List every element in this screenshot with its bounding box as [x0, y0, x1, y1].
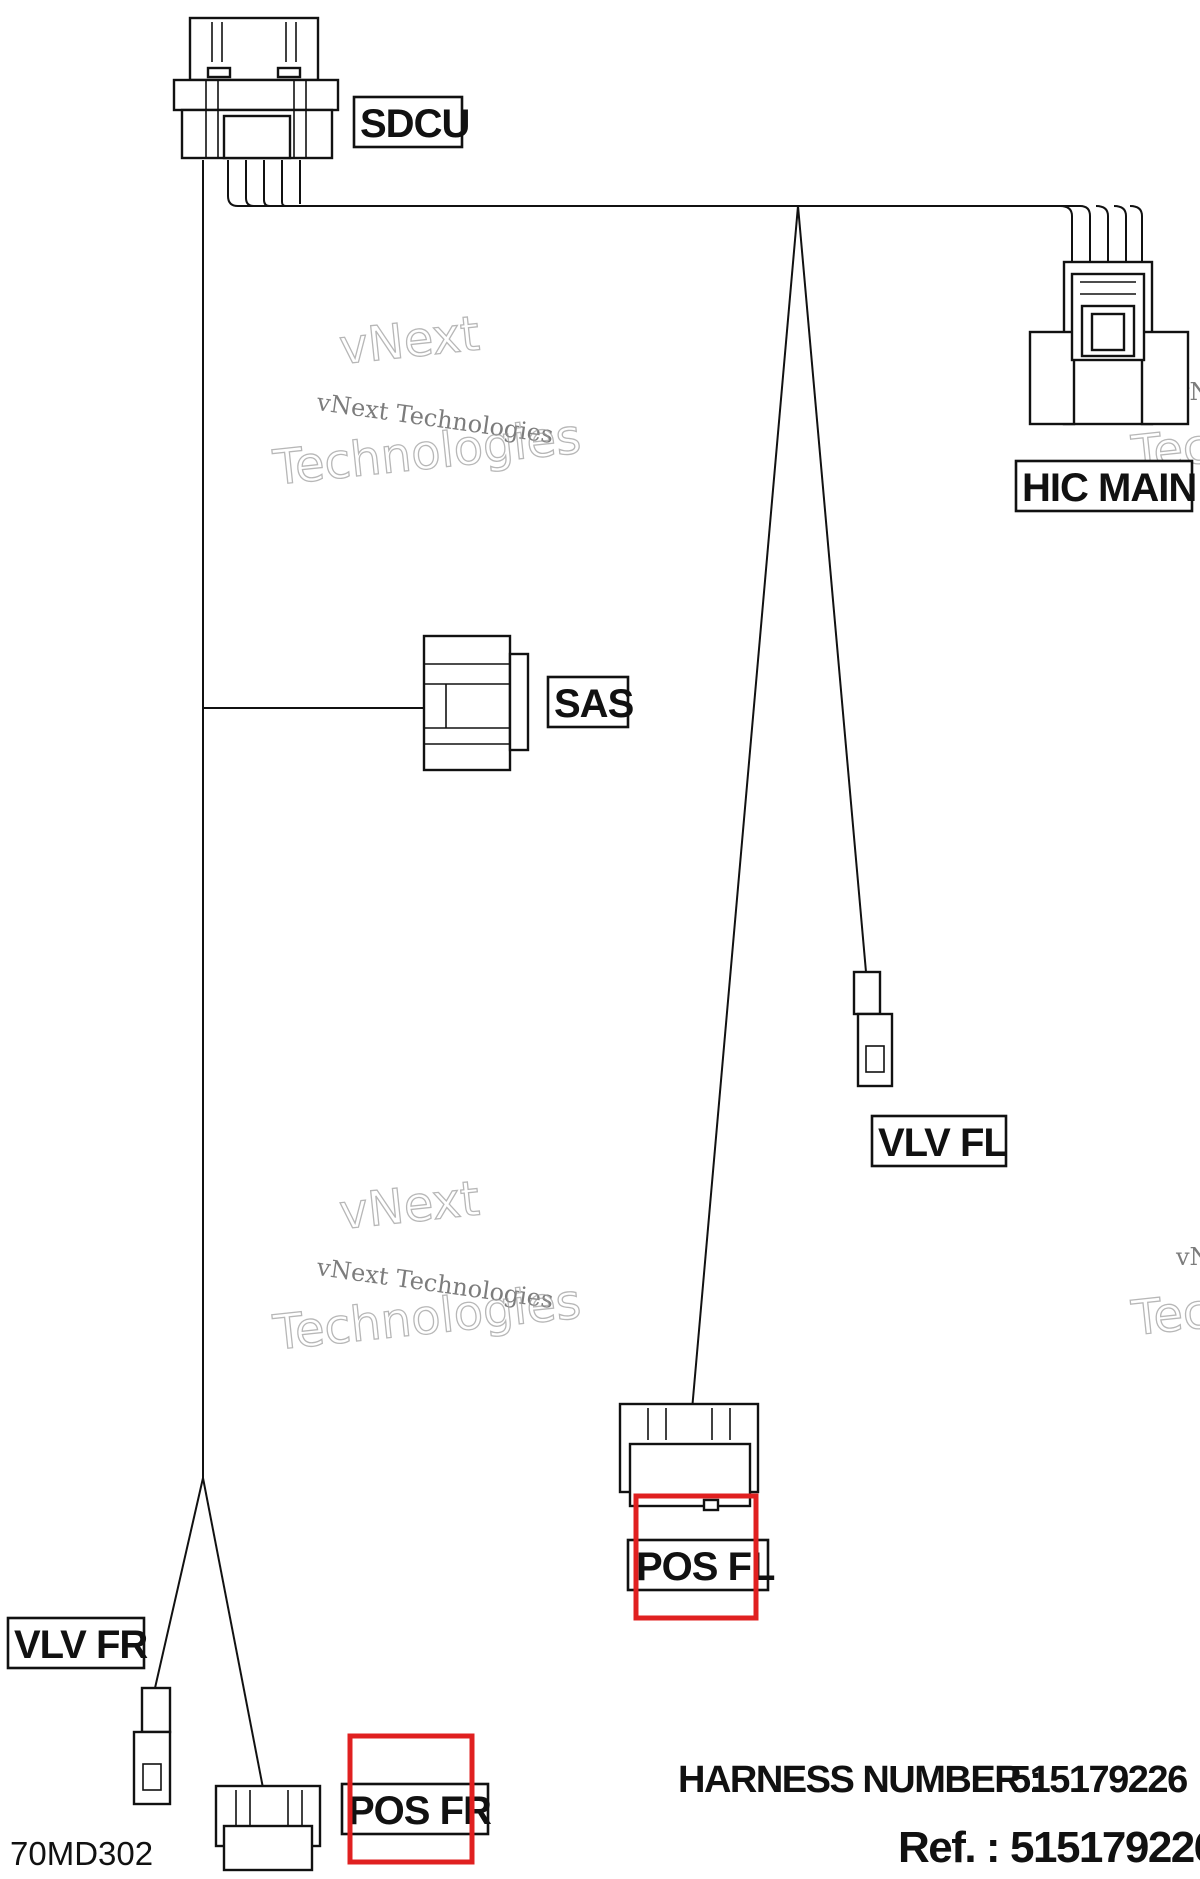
pos-fr-label-box [340, 1782, 490, 1836]
sdcu-label-box [352, 95, 464, 149]
vlv-fl-label: VLV FL [870, 1114, 1008, 1168]
hic-wire-d [1129, 205, 1143, 262]
ref-value: 515179226 [1010, 1823, 1200, 1872]
sas-connector[interactable] [422, 634, 530, 772]
vlv-fl-sleeve [852, 970, 882, 1016]
pos-fr-label-text: POS FR [348, 1789, 492, 1833]
watermark-big-top: vNext [337, 306, 482, 376]
hic-wire-a [1059, 205, 1073, 262]
hic-right-flange [1140, 330, 1190, 426]
sas-label-box [546, 675, 630, 729]
hic-main-label: HIC MAIN [1014, 459, 1197, 513]
pos-fr-lower [222, 1824, 314, 1872]
sdcu-hic-wire-3 [263, 160, 271, 207]
hic-main-label-box [1014, 459, 1194, 513]
sas-housing [422, 634, 512, 772]
sdcu-key [206, 66, 232, 79]
watermark-4: vN Tec [1128, 1243, 1200, 1348]
pos-fl-highlight-box [633, 1493, 759, 1621]
pos-fr-branch-wire [202, 1477, 264, 1789]
harness-number-value: 515179226 [1010, 1759, 1187, 1801]
pos-fl-tab [702, 1498, 720, 1512]
hic-wire-b [1095, 205, 1109, 262]
vlv-fl-window [865, 1045, 885, 1073]
sdcu-hic-wire-2 [245, 160, 255, 207]
hic-main-label-text: HIC MAIN [1022, 466, 1196, 510]
watermark-big-bottom: Tec [1128, 1283, 1200, 1347]
hic-left-flange [1028, 330, 1076, 426]
watermark-1: vNext vNext Technologies Technologies [269, 305, 584, 497]
vlv-fl-connector[interactable] [852, 970, 894, 1088]
hic-main-connector[interactable] [1028, 260, 1190, 426]
drawing-code: 70MD302 [10, 1835, 153, 1872]
sas-label-text: SAS [554, 682, 634, 726]
ref-label: Ref. : [898, 1823, 999, 1872]
vlv-fr-label-box [6, 1616, 146, 1670]
vlv-fr-label: VLV FR [6, 1616, 149, 1670]
vlv-fl-branch-wire [797, 205, 867, 973]
vlv-fl-body [856, 1012, 894, 1088]
pos-fr-highlight-box [347, 1733, 475, 1865]
sdcu-key [276, 66, 302, 79]
vlv-fr-body [132, 1730, 172, 1806]
vlv-fr-branch-wire [154, 1477, 204, 1689]
sdcu-hic-wire-1 [227, 160, 1091, 262]
pos-fl-label: POS FL [626, 1538, 776, 1592]
vlv-fr-sleeve [140, 1686, 172, 1734]
watermark-big-top: vNext [337, 1171, 482, 1241]
vlv-fr-label-text: VLV FR [14, 1623, 148, 1667]
vlv-fr-window [142, 1763, 162, 1791]
sas-cap [508, 652, 530, 752]
pos-fl-label-text: POS FL [636, 1545, 775, 1589]
sdcu-label-text: SDCU [360, 102, 469, 146]
sdcu-hic-wire-4 [281, 160, 287, 207]
hic-wire-c [1113, 205, 1127, 262]
sas-label: SAS [546, 675, 635, 729]
watermark-2: vNext vNext Technologies Technologies [269, 1170, 584, 1362]
pos-fr-connector[interactable] [214, 1784, 322, 1872]
vlv-fl-label-text: VLV FL [878, 1121, 1007, 1165]
vlv-fr-connector[interactable] [132, 1686, 172, 1806]
sdcu-connector[interactable] [172, 16, 340, 160]
pos-fr-label: POS FR [340, 1782, 493, 1836]
watermark-small: vN [1175, 1243, 1200, 1271]
hic-latch [1090, 312, 1126, 352]
pos-fl-branch-wire [691, 205, 799, 1411]
wires [154, 160, 1143, 1789]
sdcu-inner [222, 114, 292, 160]
vlv-fl-label-box [870, 1114, 1008, 1168]
pos-fl-label-box [626, 1538, 770, 1592]
sdcu-label: SDCU [352, 95, 470, 149]
harness-number-label: HARNESS NUMBER : [678, 1759, 1040, 1801]
sdcu-collar [172, 78, 340, 112]
footer: HARNESS NUMBER : 515179226 Ref. : 515179… [10, 1759, 1200, 1872]
